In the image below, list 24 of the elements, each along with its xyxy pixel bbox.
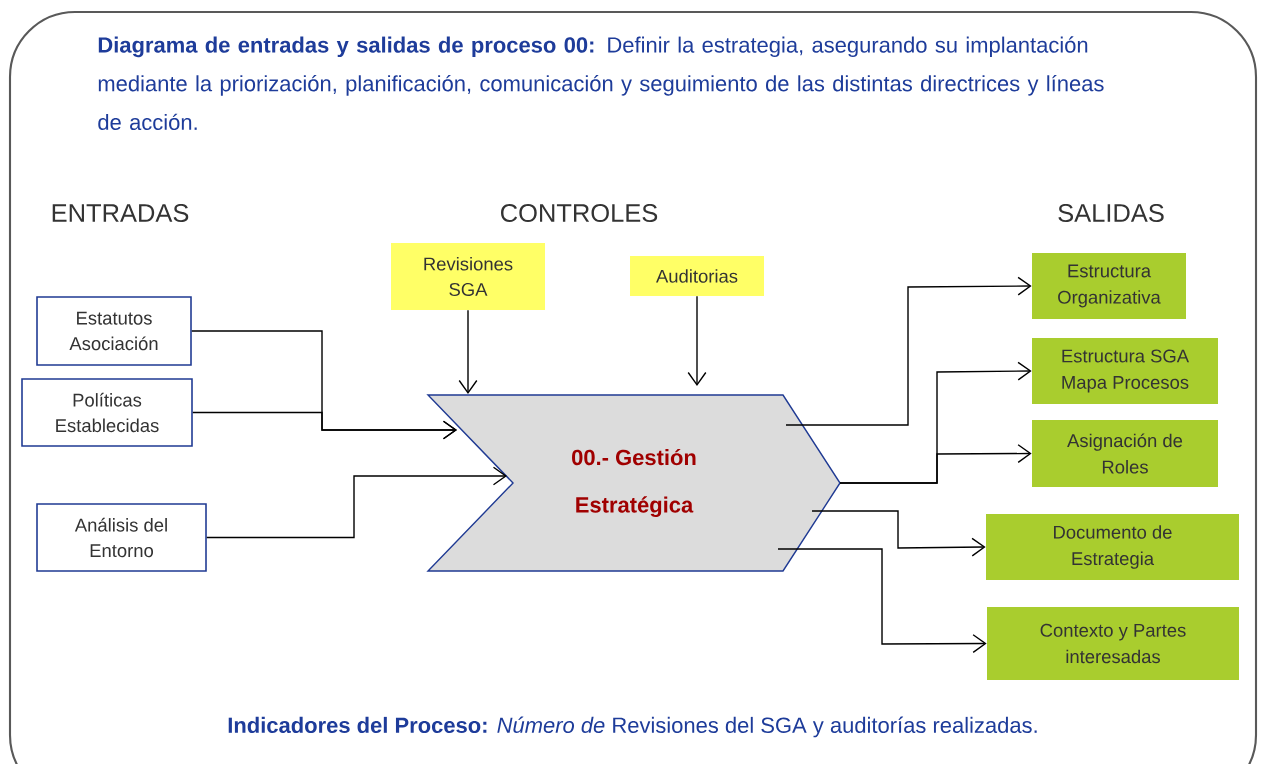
input-box: Estatutos Asociación: [36, 296, 192, 366]
process-chevron: 00.- Gestión Estratégica: [426, 394, 841, 572]
arrow: [206, 466, 507, 539]
column-heading: CONTROLES: [501, 203, 658, 222]
title: Diagrama de entradas y salidas de proceso 00: Definir la estrategia, asegurando su implantación mediante la priorización, planificación, comunicación y seguimiento de las distintas directrices y líneas de acción.: [98, 36, 1104, 131]
arrow: [839, 444, 1032, 484]
output-box: Estructura SGA Mapa Procesos: [1032, 338, 1218, 404]
output-box: Asignación de Roles: [1032, 420, 1218, 487]
input-box: Políticas Establecidas: [21, 378, 193, 447]
control-box: Auditorias: [630, 256, 764, 296]
control-box: Revisiones SGA: [391, 243, 545, 310]
arrow: [811, 510, 986, 557]
column-heading: SALIDAS: [1058, 203, 1164, 222]
column-heading: ENTRADAS: [52, 203, 189, 222]
input-box: Análisis del Entorno: [36, 503, 207, 572]
arrow: [687, 295, 707, 386]
output-box: Contexto y Partes interesadas: [987, 607, 1239, 680]
output-box: Documento de Estrategia: [986, 514, 1239, 580]
arrow: [785, 276, 1032, 426]
footer-note: Indicadores del Proceso: Número de Revisiones del SGA y auditorías realizadas.: [228, 716, 1037, 738]
arrow: [458, 309, 478, 394]
output-box: Estructura Organizativa: [1032, 253, 1186, 319]
arrow: [777, 548, 987, 654]
arrow: [192, 411, 457, 440]
